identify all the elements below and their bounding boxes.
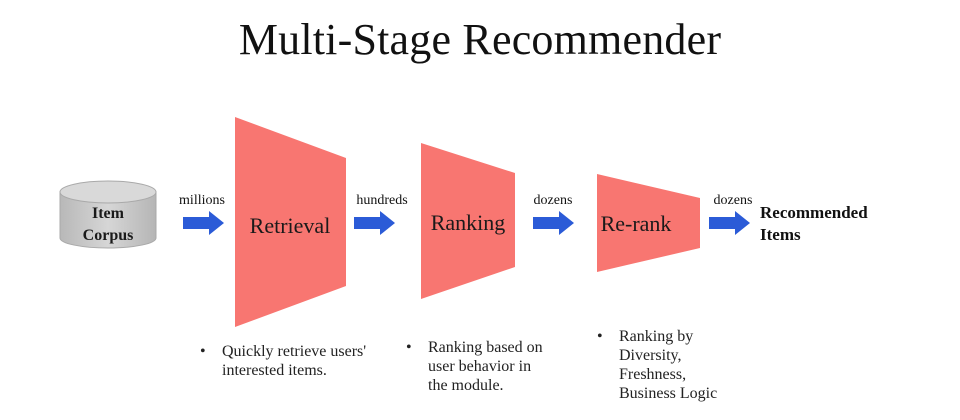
flow-arrow-4: dozens bbox=[709, 193, 752, 235]
note-rerank: • Ranking by Diversity, Freshness, Busin… bbox=[597, 327, 757, 407]
flow-label: dozens bbox=[534, 193, 573, 208]
item-corpus-cylinder: Item Corpus bbox=[59, 180, 157, 249]
note-retrieval: • Quickly retrieve users' interested ite… bbox=[200, 342, 400, 402]
output-label-line1: Recommended bbox=[760, 203, 868, 222]
right-arrow-icon bbox=[533, 211, 574, 235]
stage-retrieval: Retrieval bbox=[235, 117, 346, 327]
right-arrow-icon bbox=[183, 211, 224, 235]
stage-rerank: Re-rank bbox=[597, 174, 700, 272]
flow-label: millions bbox=[179, 193, 225, 208]
flow-arrow-1: millions bbox=[179, 193, 225, 235]
diagram-title: Multi-Stage Recommender bbox=[238, 15, 722, 64]
flow-label: dozens bbox=[714, 193, 753, 208]
corpus-label-line1: Item bbox=[92, 205, 125, 222]
note-ranking: • Ranking based on user behavior in the … bbox=[406, 338, 566, 418]
note-text: Quickly retrieve users' interested items… bbox=[222, 343, 367, 379]
right-arrow-icon bbox=[354, 211, 395, 235]
bullet-icon: • bbox=[406, 339, 412, 356]
stage-ranking: Ranking bbox=[421, 143, 515, 299]
note-text: Ranking by Diversity, Freshness, Busines… bbox=[619, 328, 718, 402]
output-recommended-items: Recommended Items bbox=[760, 203, 868, 244]
flow-arrow-3: dozens bbox=[533, 193, 574, 235]
stage-label-retrieval: Retrieval bbox=[250, 213, 331, 238]
right-arrow-icon bbox=[709, 211, 750, 235]
bullet-icon: • bbox=[200, 343, 206, 360]
stage-label-rerank: Re-rank bbox=[601, 211, 672, 236]
stage-label-ranking: Ranking bbox=[431, 210, 506, 235]
note-text: Ranking based on user behavior in the mo… bbox=[428, 339, 543, 394]
corpus-label-line2: Corpus bbox=[83, 227, 134, 244]
flow-label: hundreds bbox=[356, 193, 407, 208]
output-label-line2: Items bbox=[760, 225, 801, 244]
flow-arrow-2: hundreds bbox=[354, 193, 408, 235]
bullet-icon: • bbox=[597, 328, 603, 345]
